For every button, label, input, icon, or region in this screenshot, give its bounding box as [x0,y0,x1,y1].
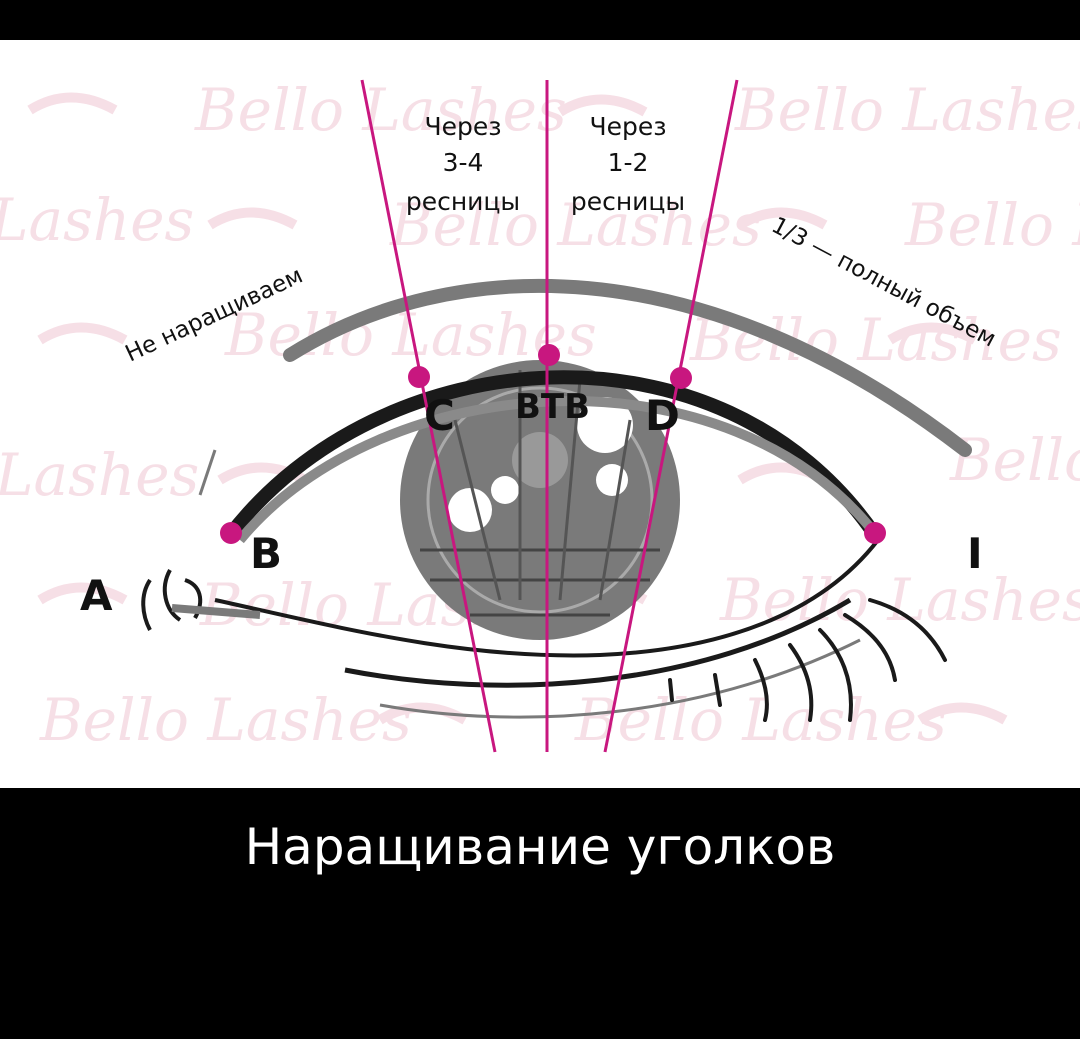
svg-text:Bello Lashes: Bello Lashes [574,686,947,754]
svg-text:Bello Lashes: Bello Lashes [719,566,1080,634]
upper-lid [224,370,881,540]
brow-line [283,278,972,457]
guide-line-c [360,79,497,753]
svg-text:Bello L: Bello L [904,191,1080,259]
point-i-label: I [967,529,983,578]
marker-btb [538,344,560,366]
svg-text:Bello: Bello [949,426,1080,494]
col-left-line-2: 3-4 [443,148,484,177]
col-left-line-3: ресницы [406,187,520,216]
svg-text:Bello Lashes: Bello Lashes [39,686,412,754]
col-right-line-1: Через [589,112,666,141]
markers [220,344,886,544]
col-left-annotation: Через 3-4 ресницы [406,112,520,216]
col-right-line-3: ресницы [571,187,685,216]
eye-diagram: Bello Lashes Bello Lashes Lashes Bello L… [0,76,1080,754]
point-a-label: A [80,571,113,620]
eye-diagram-panel: Bello Lashes Bello Lashes Lashes Bello L… [0,40,1080,788]
iris [400,360,680,640]
point-c-label: C [424,391,455,440]
svg-text:Lashes: Lashes [0,441,199,509]
lower-lashes [668,598,947,722]
guide-line-d [603,79,739,753]
point-d-label: D [645,391,680,440]
watermark-layer: Bello Lashes Bello Lashes Lashes Bello L… [0,76,1080,754]
col-left-line-1: Через [424,112,501,141]
marker-c [408,366,430,388]
guide-lines [360,79,739,753]
top-bar [0,0,1080,40]
point-b-label: B [250,529,282,578]
svg-text:Bello Lashes: Bello Lashes [734,76,1080,144]
caption-area: Наращивание уголков [0,788,1080,1039]
svg-text:Bello Lashes: Bello Lashes [689,306,1062,374]
svg-text:Lashes: Lashes [0,186,194,254]
marker-d [670,367,692,389]
caption: Наращивание уголков [244,818,836,876]
col-right-annotation: Через 1-2 ресницы [571,112,685,216]
col-right-line-2: 1-2 [608,148,649,177]
point-btb-label: BTB [515,387,590,427]
lower-lid [214,538,880,658]
marker-i [864,522,886,544]
marker-b [220,522,242,544]
svg-text:Bello Lashes: Bello Lashes [194,76,567,144]
iris-highlight [577,397,633,453]
svg-text:Bello Lashes: Bello Lashes [389,191,762,259]
inner-corner [141,449,261,631]
